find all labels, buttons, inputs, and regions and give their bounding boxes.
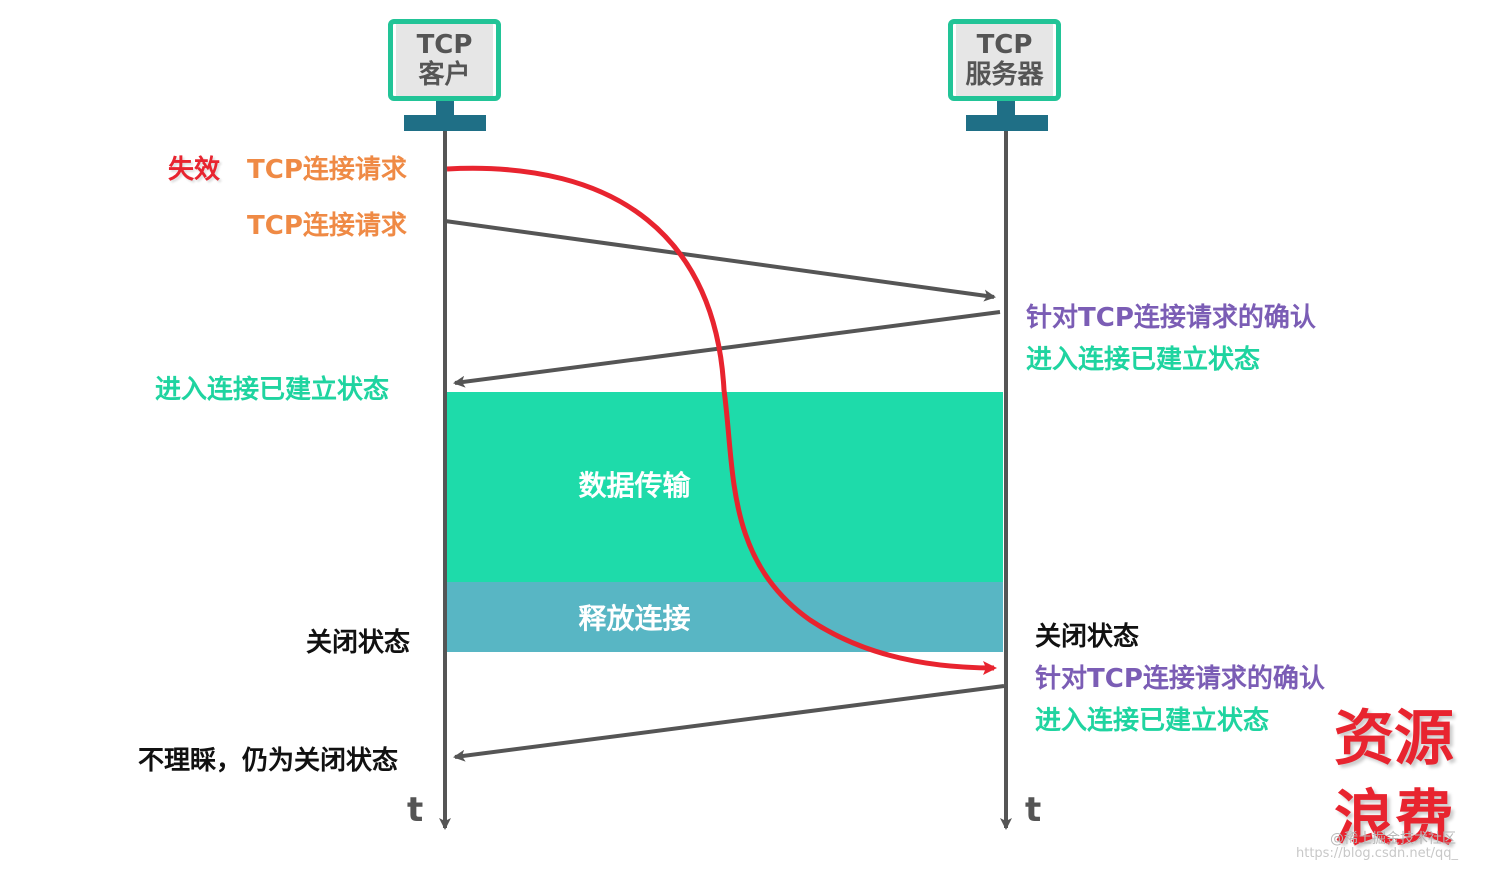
server-host-box: TCP 服务器 <box>948 19 1061 101</box>
server-host-base <box>966 115 1048 131</box>
waste-label-2: 浪费 <box>1334 784 1454 854</box>
server-ack-label-2: 针对TCP连接请求的确认 <box>1035 664 1325 694</box>
release-label: 释放连接 <box>578 602 691 635</box>
invalid-request-label: TCP连接请求 <box>247 155 407 185</box>
client-host-base <box>404 115 486 131</box>
client-host-line1: TCP <box>416 30 473 60</box>
server-host-neck <box>997 101 1015 115</box>
invalid-request-curve <box>446 165 997 675</box>
data-transfer-label: 数据传输 <box>578 469 691 502</box>
invalid-tag: 失效 <box>168 155 221 185</box>
client-time-label: t <box>407 790 424 830</box>
waste-label-1: 资源 <box>1334 704 1454 774</box>
server-established-label-2: 进入连接已建立状态 <box>1035 706 1270 736</box>
client-host-screen: TCP 客户 <box>396 24 493 96</box>
request-label: TCP连接请求 <box>247 211 407 241</box>
server-host-line1: TCP <box>976 30 1033 60</box>
client-host-neck <box>436 101 454 115</box>
client-host-box: TCP 客户 <box>388 19 501 101</box>
server-ack-label-1: 针对TCP连接请求的确认 <box>1026 303 1316 333</box>
server-closed-label: 关闭状态 <box>1035 622 1140 652</box>
watermark-url: https://blog.csdn.net/qq_ <box>1296 846 1459 861</box>
server-host-screen: TCP 服务器 <box>956 24 1053 96</box>
client-established-label: 进入连接已建立状态 <box>155 375 390 405</box>
client-closed-label: 关闭状态 <box>306 628 411 658</box>
server-established-label-1: 进入连接已建立状态 <box>1026 345 1261 375</box>
client-ignore-label: 不理睬，仍为关闭状态 <box>138 746 399 776</box>
server-host-line2: 服务器 <box>965 60 1044 90</box>
ack-arrow-1 <box>453 310 1001 388</box>
release-block: 释放连接 <box>446 582 1003 652</box>
data-transfer-block: 数据传输 <box>446 392 1003 582</box>
watermark-brand: @稀土掘金技术社区 <box>1330 831 1456 847</box>
ack-arrow-2 <box>453 684 1005 762</box>
server-time-label: t <box>1025 790 1042 830</box>
client-host-line2: 客户 <box>418 60 471 90</box>
request-arrow <box>444 219 996 302</box>
